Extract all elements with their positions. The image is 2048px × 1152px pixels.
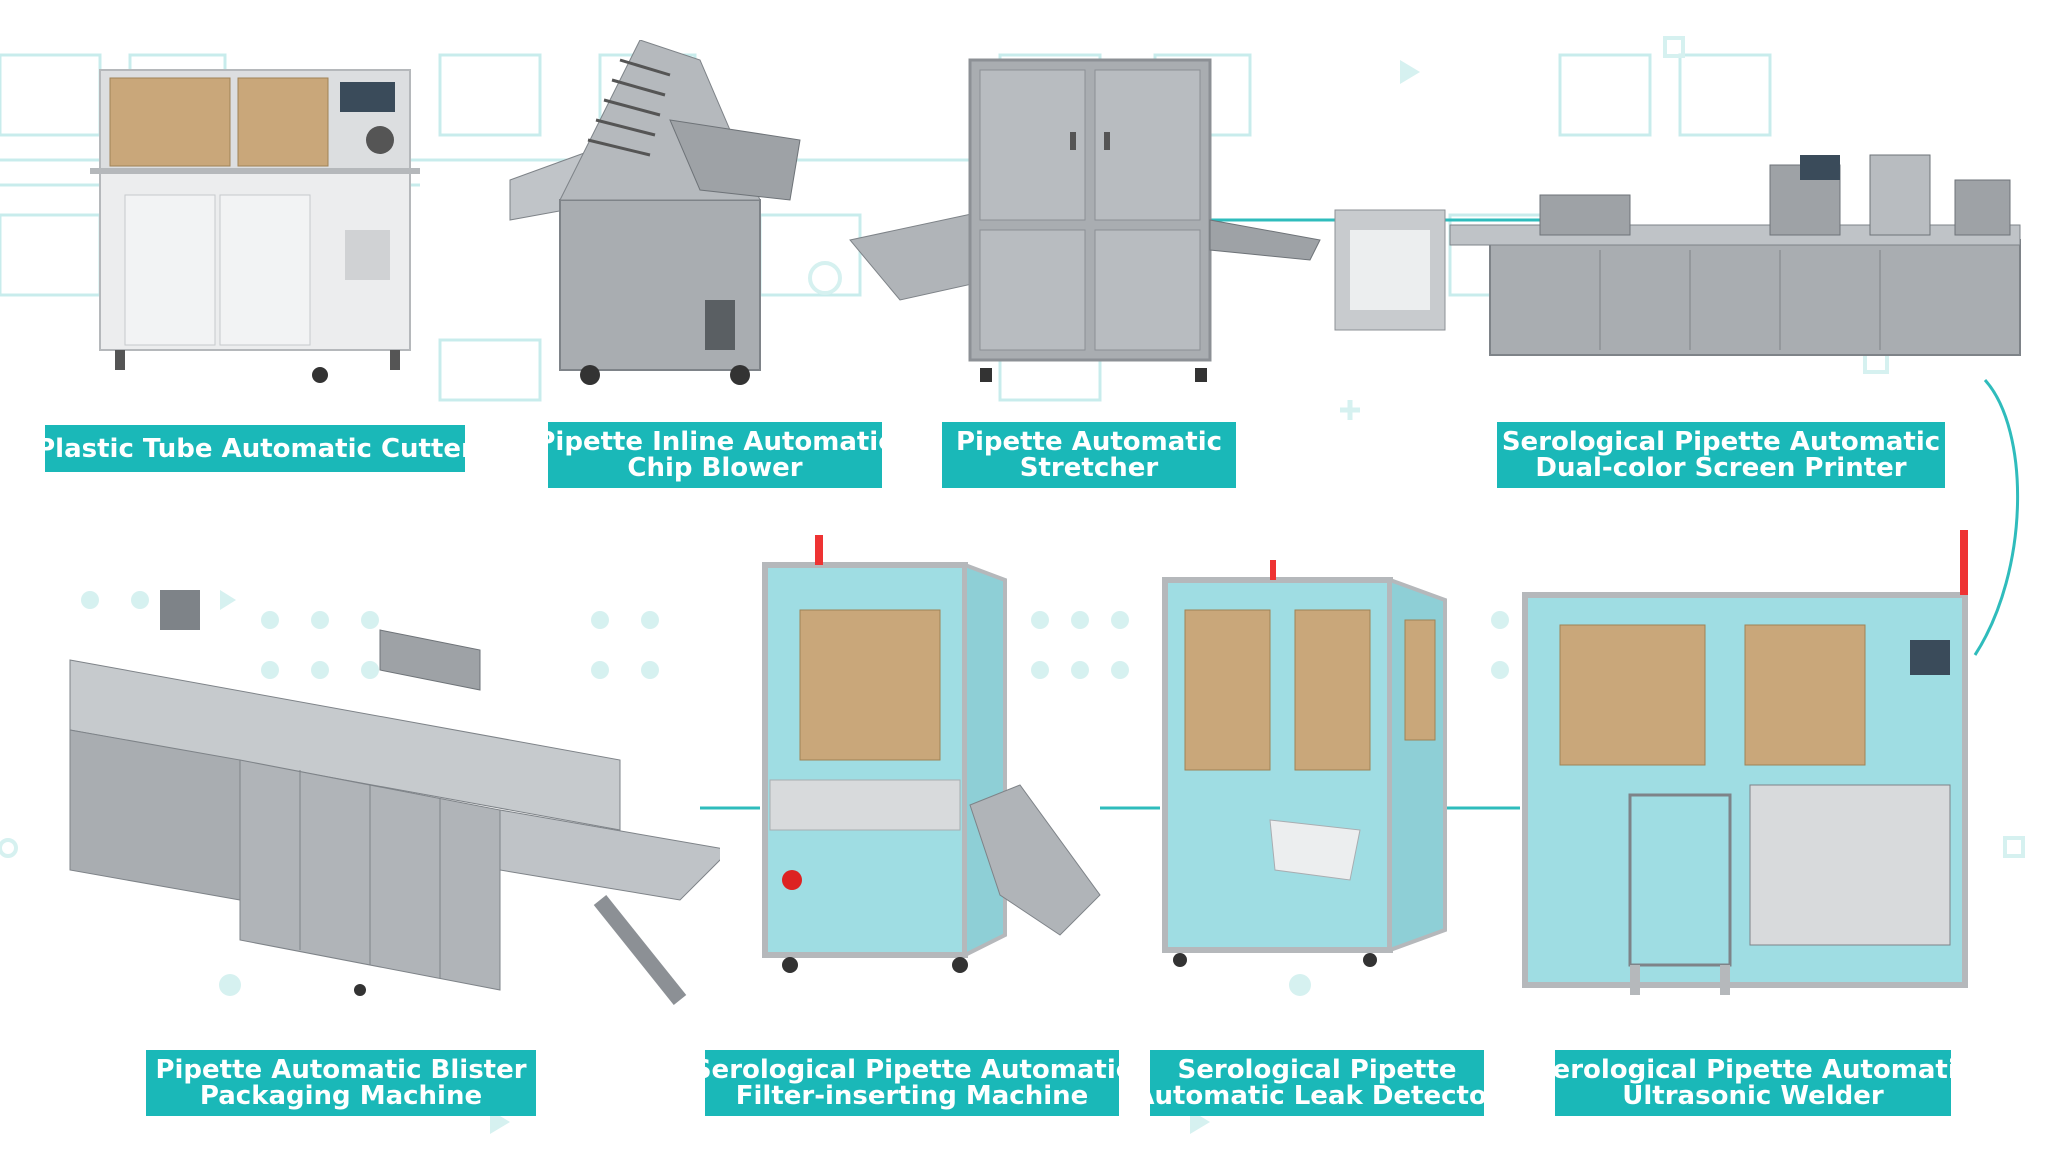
label-serological-pipette-automatic-dual-color-screen-printer: Serological Pipette Automatic Dual-color… xyxy=(1497,422,1945,488)
label-line: Pipette Automatic Blister xyxy=(155,1055,527,1085)
label-line: Pipette Inline Automatic xyxy=(536,427,894,457)
label-line: Serological Pipette Automatic xyxy=(1501,427,1941,457)
label-line: Dual-color Screen Printer xyxy=(1535,453,1907,483)
label-line: Automatic Leak Detector xyxy=(1134,1081,1500,1111)
label-serological-pipette-automatic-filter-inserting-machine: Serological Pipette Automatic Filter-ins… xyxy=(693,1050,1131,1116)
label-plastic-tube-automatic-cutter: Plastic Tube Automatic Cutter xyxy=(36,425,474,472)
screen-printer-image xyxy=(1334,154,2021,356)
label-pipette-automatic-stretcher: Pipette Automatic Stretcher xyxy=(942,422,1236,488)
leak-detector-image xyxy=(1162,560,1447,967)
chip-blower-image xyxy=(509,40,801,385)
ultrasonic-welder-image xyxy=(1522,530,1968,995)
label-line: Ultrasonic Welder xyxy=(1622,1081,1884,1111)
label-line: Serological Pipette Automatic xyxy=(1533,1055,1973,1085)
label-line: Pipette Automatic xyxy=(955,427,1223,457)
plastic-tube-cutter-image xyxy=(90,69,420,383)
label-line: Packaging Machine xyxy=(199,1081,483,1111)
label-line: Serological Pipette xyxy=(1177,1055,1457,1085)
blister-packaging-image xyxy=(69,590,720,1005)
play-triangle-icon xyxy=(220,60,1420,1134)
filter-inserting-image xyxy=(762,535,1101,973)
label-serological-pipette-automatic-ultrasonic-welder: Serological Pipette Automatic Ultrasonic… xyxy=(1534,1050,1972,1116)
label-line: Serological Pipette Automatic xyxy=(692,1055,1132,1085)
label-serological-pipette-automatic-leak-detector: Serological Pipette Automatic Leak Detec… xyxy=(1134,1050,1500,1116)
label-line: Plastic Tube Automatic Cutter xyxy=(36,433,474,464)
stretcher-image xyxy=(849,58,1321,382)
label-pipette-inline-automatic-chip-blower: Pipette Inline Automatic Chip Blower xyxy=(536,422,894,488)
label-pipette-automatic-blister-packaging-machine: Pipette Automatic Blister Packaging Mach… xyxy=(146,1050,536,1116)
label-line: Chip Blower xyxy=(627,453,803,483)
label-line: Filter-inserting Machine xyxy=(735,1081,1089,1111)
label-line: Stretcher xyxy=(1019,453,1159,483)
